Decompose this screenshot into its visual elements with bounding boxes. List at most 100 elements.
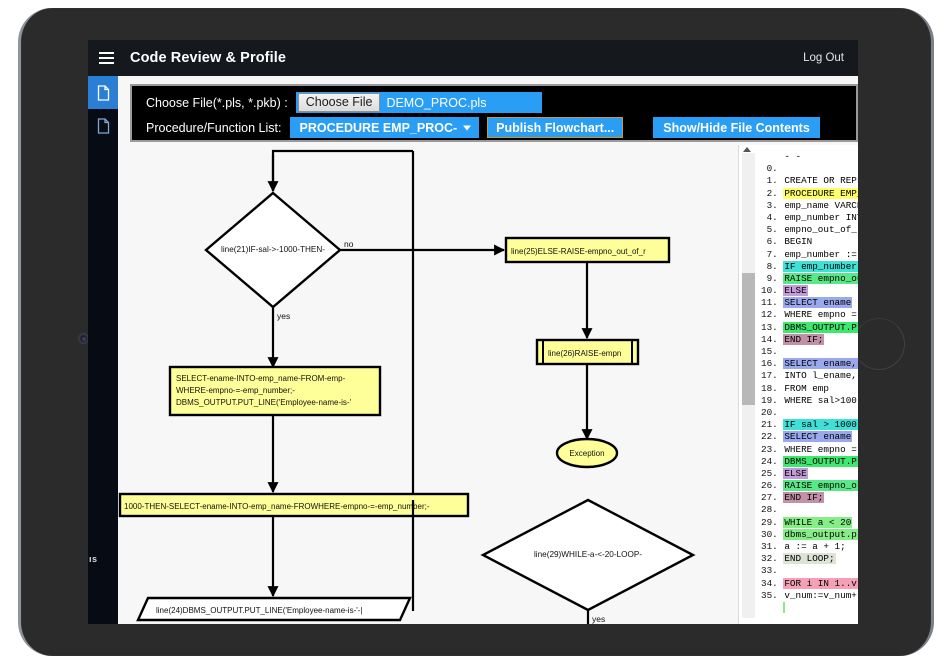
code-line-text: WHERE empno = bbox=[784, 443, 857, 455]
code-line-text: DBMS_OUTPUT.P bbox=[783, 455, 858, 467]
flow-node-process-else-raise bbox=[504, 236, 671, 264]
code-line-text: a := a + 1; bbox=[784, 541, 846, 552]
code-line-number: 15. bbox=[761, 346, 784, 357]
toolbar-row-file: Choose File(*.pls, *.pkb) : Choose File … bbox=[132, 90, 856, 115]
code-line-number: 4. bbox=[761, 211, 784, 223]
code-line-number: 35. bbox=[761, 589, 784, 601]
sidebar-rail: ıs bbox=[88, 76, 118, 624]
flow-node-terminator-exception bbox=[555, 437, 619, 469]
code-line-text: ELSE bbox=[783, 285, 808, 297]
code-line-number: 31. bbox=[761, 541, 784, 552]
code-line-text: RAISE empno_o bbox=[783, 480, 858, 492]
code-line-number: 25. bbox=[761, 467, 784, 479]
code-line-number: 20. bbox=[761, 406, 784, 418]
rail-text-fragment: ıs bbox=[89, 554, 98, 564]
code-line-text: empno_out_of_r bbox=[784, 224, 858, 236]
code-line-number: 22. bbox=[761, 431, 784, 443]
flow-node-decision-while-loop-label: line(29)WHILE-a-<-20-LOOP- bbox=[534, 550, 642, 559]
flow-node-predefined-raise-empn bbox=[535, 338, 640, 366]
code-scrollbar-thumb[interactable] bbox=[742, 273, 755, 405]
code-line: 31. a := a + 1; bbox=[761, 541, 858, 553]
code-line: 3. emp_name VARCH bbox=[761, 200, 858, 212]
code-line: 21. IF sal > 1000 bbox=[761, 419, 858, 431]
code-line-number: 24. bbox=[761, 455, 784, 467]
flow-edge-label-yes: yes bbox=[277, 311, 290, 321]
code-line: 15. bbox=[761, 346, 858, 358]
code-line-text bbox=[783, 346, 785, 357]
code-line-number: 29. bbox=[761, 516, 784, 528]
code-line-text bbox=[783, 407, 785, 418]
code-line: 11. SELECT ename bbox=[761, 297, 858, 309]
file-input-widget[interactable]: Choose File DEMO_PROC.pls bbox=[295, 92, 542, 113]
file-document-icon bbox=[97, 117, 110, 134]
procedure-select[interactable]: PROCEDURE EMP_PROC- bbox=[289, 117, 480, 138]
code-line: 33. bbox=[761, 565, 858, 577]
code-line: 9. RAISE empno_ou bbox=[761, 272, 858, 285]
toolbar-panel: Choose File(*.pls, *.pkb) : Choose File … bbox=[130, 84, 858, 142]
code-line-text bbox=[783, 163, 785, 174]
code-line-number bbox=[761, 602, 783, 613]
flow-node-decision-if-sal-label: line(21)IF-sal->-1000-THEN- bbox=[221, 245, 325, 254]
publish-flowchart-button[interactable]: Publish Flowchart... bbox=[487, 117, 624, 138]
code-line-text: END IF; bbox=[783, 492, 825, 504]
code-line-text: emp_number := bbox=[784, 248, 857, 260]
code-line-number: 8. bbox=[761, 260, 784, 272]
hamburger-icon[interactable] bbox=[88, 40, 124, 76]
sidebar-item-file-2[interactable] bbox=[88, 109, 118, 142]
code-line-number: 17. bbox=[761, 370, 784, 382]
code-line-text: SELECT ename, bbox=[783, 358, 858, 370]
flow-node-process-select-ename-line2: WHERE-empno-=-emp_number;- bbox=[176, 386, 295, 395]
code-line: 26. RAISE empno_o bbox=[761, 480, 858, 492]
code-line: 8. IF emp_number bbox=[761, 260, 858, 273]
toolbar-row-procedure: Procedure/Function List: PROCEDURE EMP_P… bbox=[132, 115, 856, 140]
code-line-number: 21. bbox=[761, 419, 784, 431]
code-line-number: 9. bbox=[761, 272, 784, 284]
file-document-icon bbox=[97, 84, 110, 101]
flow-edge-label-yes-2: yes bbox=[592, 614, 605, 624]
code-line: 10. ELSE bbox=[761, 285, 858, 297]
code-line-number: 11. bbox=[761, 297, 784, 309]
code-line-text: IF emp_number bbox=[783, 260, 858, 272]
code-line: 18. FROM emp bbox=[761, 383, 858, 395]
scroll-up-arrow-icon[interactable] bbox=[743, 147, 751, 152]
home-button[interactable] bbox=[853, 318, 905, 370]
code-line: 4. emp_number INT bbox=[761, 212, 858, 224]
code-line: 30. dbms_output.p bbox=[761, 528, 858, 541]
logout-link[interactable]: Log Out bbox=[803, 52, 844, 64]
show-hide-file-contents-button[interactable]: Show/Hide File Contents bbox=[653, 117, 820, 138]
code-line-number: 16. bbox=[761, 358, 784, 370]
code-line-text: emp_name VARCH bbox=[784, 199, 858, 211]
code-line-number: 30. bbox=[761, 528, 784, 540]
code-line-text bbox=[783, 601, 786, 613]
code-line: 6. BEGIN bbox=[761, 236, 858, 248]
code-line-text: SELECT ename bbox=[783, 431, 853, 443]
code-line-list: - - 0. 1. CREATE OR REPL 2. PROCEDURE EM… bbox=[761, 151, 858, 614]
code-line-text: FOR i IN 1..v bbox=[783, 577, 858, 589]
code-line: 2. PROCEDURE EMP_ bbox=[761, 187, 858, 200]
code-line-text: SELECT ename bbox=[783, 297, 853, 309]
code-line-text: ELSE bbox=[783, 467, 808, 479]
code-line-text: WHERE sal>100 bbox=[784, 394, 857, 406]
code-line: 19. WHERE sal>100 bbox=[761, 395, 858, 407]
code-line-number: 14. bbox=[761, 333, 784, 345]
flow-node-io-dbms-output bbox=[136, 596, 412, 622]
code-line-text: CREATE OR REPL bbox=[784, 175, 858, 187]
code-line-text: emp_number INT bbox=[784, 211, 858, 223]
code-line-text bbox=[783, 565, 785, 576]
code-line-text: WHERE empno = bbox=[784, 309, 857, 321]
choose-file-button[interactable]: Choose File bbox=[297, 93, 381, 112]
code-line-number: 18. bbox=[761, 382, 784, 394]
code-line-text: RAISE empno_ou bbox=[783, 272, 858, 284]
code-line-number: 3. bbox=[761, 199, 784, 211]
code-line: 29. WHILE a < 20 bbox=[761, 516, 858, 529]
file-contents-panel[interactable]: - - 0. 1. CREATE OR REPL 2. PROCEDURE EM… bbox=[738, 145, 858, 624]
code-line-text: DBMS_OUTPUT.P bbox=[783, 321, 858, 333]
app-header: Code Review & Profile Log Out bbox=[88, 40, 858, 76]
flow-node-io-dbms-output-label: line(24)DBMS_OUTPUT.PUT_LINE('Employee-n… bbox=[156, 606, 363, 615]
flowchart-canvas[interactable]: line(21)IF-sal->-1000-THEN- no yes SELEC… bbox=[118, 145, 738, 624]
sidebar-item-file-1[interactable] bbox=[88, 76, 118, 109]
code-line-text: INTO l_ename, bbox=[784, 370, 857, 382]
code-line: 35. v_num:=v_num+ bbox=[761, 590, 858, 602]
code-scrollbar[interactable] bbox=[742, 153, 755, 618]
flow-edge-label-no: no bbox=[344, 239, 354, 249]
